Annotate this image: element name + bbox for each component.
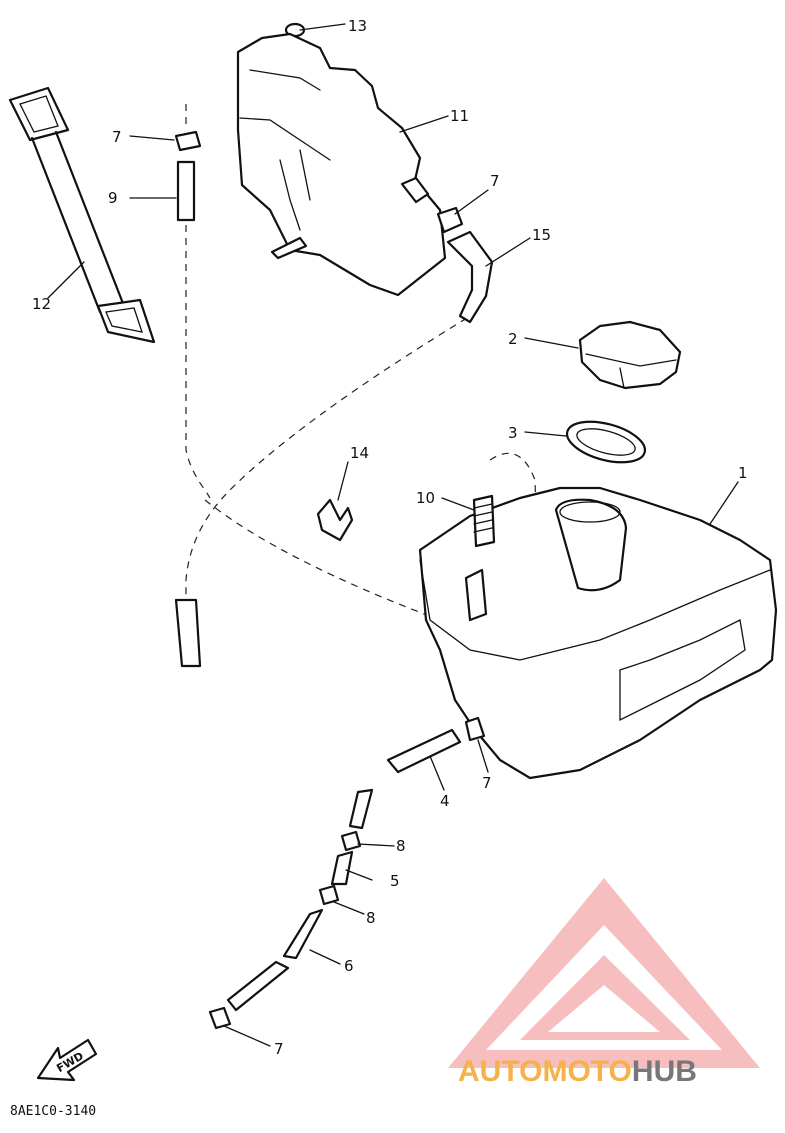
figure-code: 8AE1C0-3140 [10, 1104, 96, 1119]
routing-lines [185, 104, 541, 651]
callout-12: 12 [32, 295, 51, 313]
callout-7-bottom: 7 [274, 1040, 284, 1058]
callout-11: 11 [450, 107, 469, 125]
gasket-part [565, 420, 647, 464]
watermark-logo-icon [448, 878, 760, 1068]
callout-7-upper-left: 7 [112, 128, 122, 146]
callout-9: 9 [108, 189, 118, 207]
callout-8-upper: 8 [396, 837, 406, 855]
callout-1: 1 [738, 464, 748, 482]
callout-7-upper-right: 7 [490, 172, 500, 190]
callout-6: 6 [344, 957, 354, 975]
lower-hoses [208, 716, 486, 1030]
strap-part [8, 86, 156, 344]
fuel-cap-part [578, 320, 682, 390]
forward-arrow-icon: FWD [36, 1038, 98, 1082]
main-tank-part [418, 486, 778, 780]
watermark-brand-part2: HUB [632, 1055, 697, 1088]
callout-labels: 1 2 3 4 5 6 7 7 7 7 8 8 9 10 11 12 13 14… [32, 17, 748, 1058]
callout-5: 5 [390, 872, 400, 890]
upper-clamp-hose [174, 130, 202, 668]
clip-part [316, 498, 354, 542]
reservoir-tank-part [236, 32, 447, 297]
leader-lines [47, 23, 739, 1047]
callout-10: 10 [416, 489, 435, 507]
callout-4: 4 [440, 792, 450, 810]
watermark-text: AUTOMOTOHUB [458, 1055, 697, 1088]
callout-14: 14 [350, 444, 369, 462]
callout-3: 3 [508, 424, 518, 442]
callout-15: 15 [532, 226, 551, 244]
callout-7-mid: 7 [482, 774, 492, 792]
watermark-brand-part1: AUTOMOTO [458, 1055, 632, 1088]
tank-hose-15 [436, 206, 494, 324]
callout-2: 2 [508, 330, 518, 348]
callout-13: 13 [348, 17, 367, 35]
callout-8-lower: 8 [366, 909, 376, 927]
